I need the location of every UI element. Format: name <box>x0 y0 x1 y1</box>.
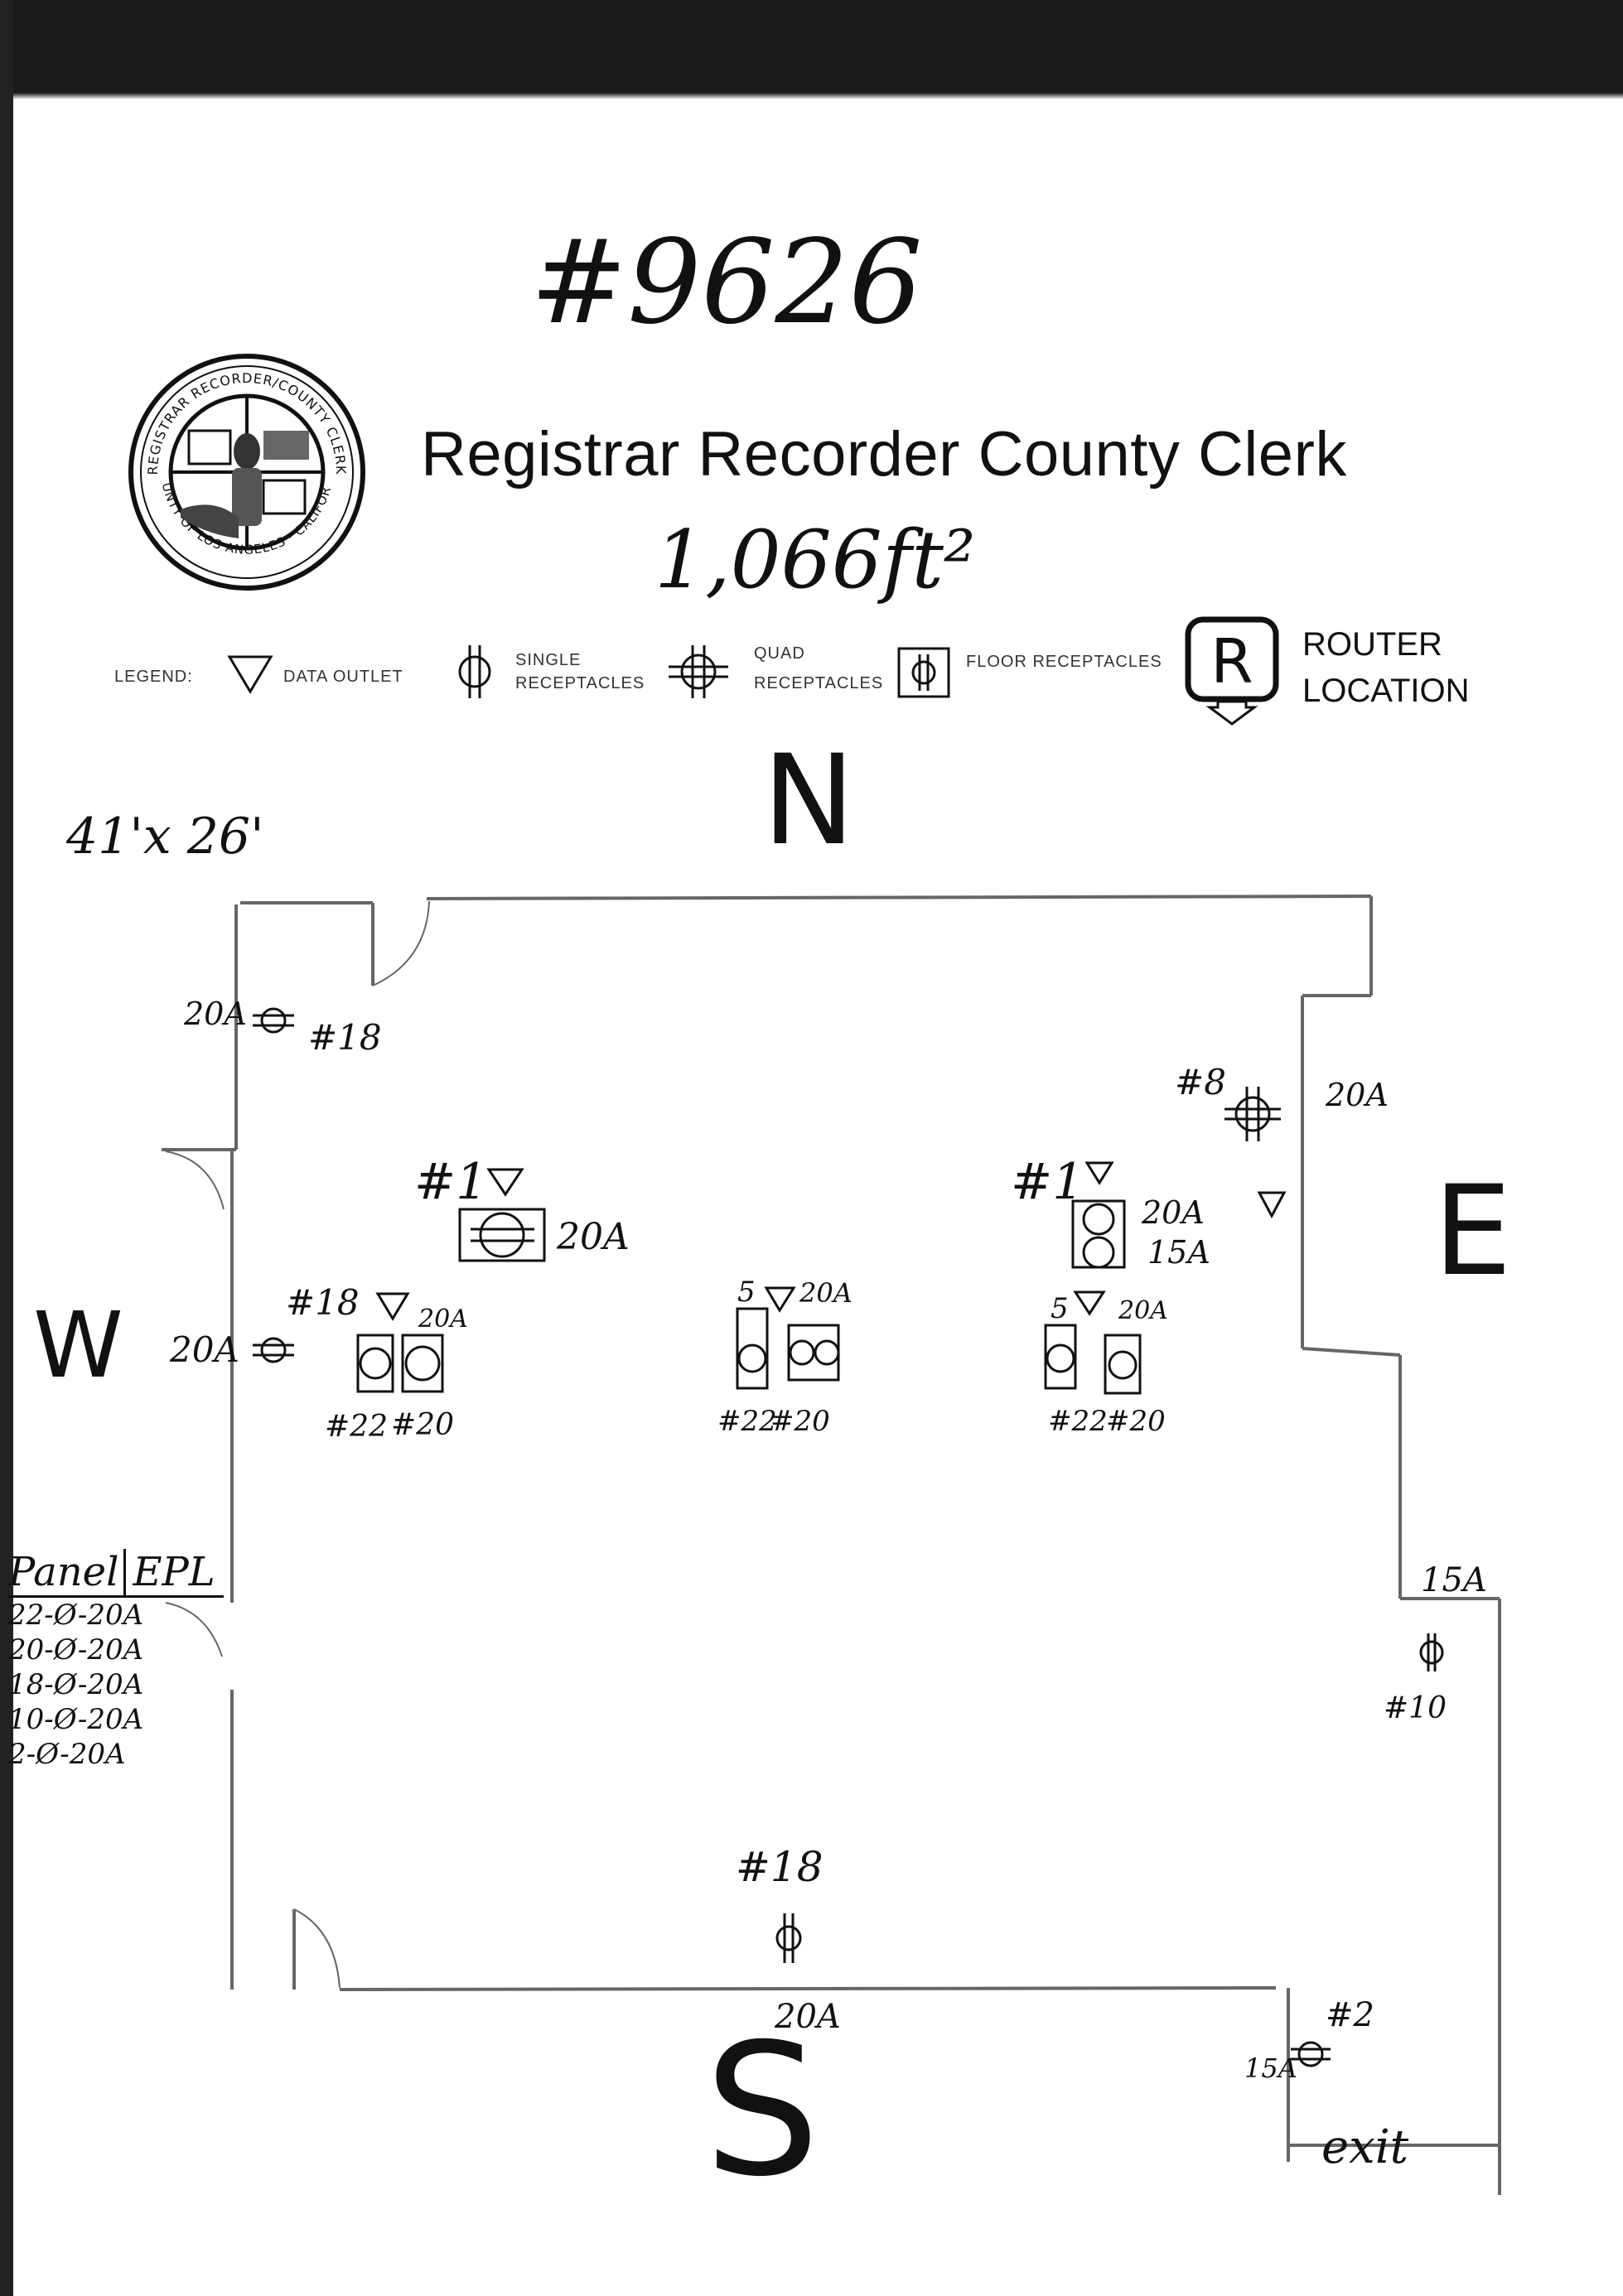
desk-left-amp: 20A <box>557 1216 630 1258</box>
east-circuit: #10 <box>1384 1691 1447 1725</box>
cluster1-bottom-a: #22 <box>325 1410 388 1444</box>
floor-receptacle-icon <box>897 647 950 698</box>
ne-circuit: #8 <box>1175 1062 1226 1102</box>
single-receptacle-icon <box>458 645 491 698</box>
compass-north: N <box>762 729 856 873</box>
cluster3-amp: 20A <box>1118 1296 1168 1325</box>
cluster3-bottom-b: #20 <box>1106 1405 1166 1438</box>
desk-right-circuit: #1 <box>1011 1153 1084 1211</box>
panel-header-name: EPL <box>133 1549 215 1595</box>
compass-south: S <box>704 2004 820 2216</box>
cluster1-circuit: #18 <box>286 1282 360 1323</box>
legend-quad-label-2: RECEPTACLES <box>754 674 884 692</box>
router-location-icon: R <box>1185 616 1279 726</box>
legend-floor-label: FLOOR RECEPTACLES <box>966 653 1162 671</box>
router-letter: R <box>1210 626 1253 697</box>
job-number: #9626 <box>530 215 923 350</box>
compass-east: E <box>1433 1160 1512 1304</box>
panel-header-label: Panel <box>8 1549 127 1595</box>
legend-data-outlet-label: DATA OUTLET <box>283 668 403 686</box>
cluster1-bottom-b: #20 <box>391 1408 454 1442</box>
county-seal: REGISTRAR RECORDER/COUNTY CLERK COUNTY O… <box>123 352 365 591</box>
page-title: Registrar Recorder County Clerk <box>421 419 1347 490</box>
legend-title: LEGEND: <box>114 668 193 686</box>
router-label-line2: LOCATION <box>1302 673 1470 709</box>
desk-right-amp-2: 15A <box>1147 1234 1210 1271</box>
compass-west: W <box>33 1292 123 1398</box>
scan-top-edge <box>0 0 1623 99</box>
room-dimensions: 41'x 26' <box>66 808 264 866</box>
panel-row: 22-Ø-20A <box>8 1599 144 1632</box>
quad-receptacle-icon <box>669 645 728 698</box>
south-amp: 20A <box>775 1998 841 2036</box>
panel-header: Panel EPL <box>8 1549 224 1598</box>
east-amp: 15A <box>1421 1561 1487 1599</box>
nw-amp: 20A <box>184 996 247 1032</box>
room-area: 1,066ft² <box>655 514 976 606</box>
cluster2-amp: 20A <box>799 1277 853 1309</box>
cluster1-amp: 20A <box>418 1305 468 1334</box>
panel-schedule: Panel EPL 22-Ø-20A 20-Ø-20A 18-Ø-20A 10-… <box>8 1549 232 1772</box>
data-outlet-icon <box>227 655 273 694</box>
panel-row: 10-Ø-20A <box>8 1703 144 1736</box>
ne-amp: 20A <box>1326 1077 1389 1113</box>
scan-left-edge <box>0 0 13 2296</box>
south-circuit: #18 <box>736 1843 824 1891</box>
cluster3-number: 5 <box>1051 1292 1069 1325</box>
se-circuit: #2 <box>1326 1996 1374 2034</box>
nw-circuit: #18 <box>308 1017 382 1058</box>
exit-label: exit <box>1321 2120 1409 2174</box>
panel-row: 20-Ø-20A <box>8 1633 144 1667</box>
legend-quad-label-1: QUAD <box>754 644 805 663</box>
panel-row: 2-Ø-20A <box>8 1738 126 1771</box>
cluster3-bottom-a: #22 <box>1048 1405 1108 1438</box>
se-amp: 15A <box>1244 2052 1297 2084</box>
cluster2-number: 5 <box>737 1276 756 1309</box>
cluster2-bottom-a: #22 <box>717 1405 777 1438</box>
panel-row: 18-Ø-20A <box>8 1668 144 1701</box>
router-label-line1: ROUTER <box>1302 626 1442 663</box>
legend-single-label-1: SINGLE <box>515 651 582 669</box>
cluster2-bottom-b: #20 <box>770 1405 830 1438</box>
west-amp: 20A <box>170 1329 239 1370</box>
router-location-label: ROUTER LOCATION <box>1302 621 1470 714</box>
desk-right-amp-1: 20A <box>1142 1194 1205 1231</box>
legend-single-label-2: RECEPTACLES <box>515 674 645 692</box>
desk-left-circuit: #1 <box>414 1153 488 1211</box>
